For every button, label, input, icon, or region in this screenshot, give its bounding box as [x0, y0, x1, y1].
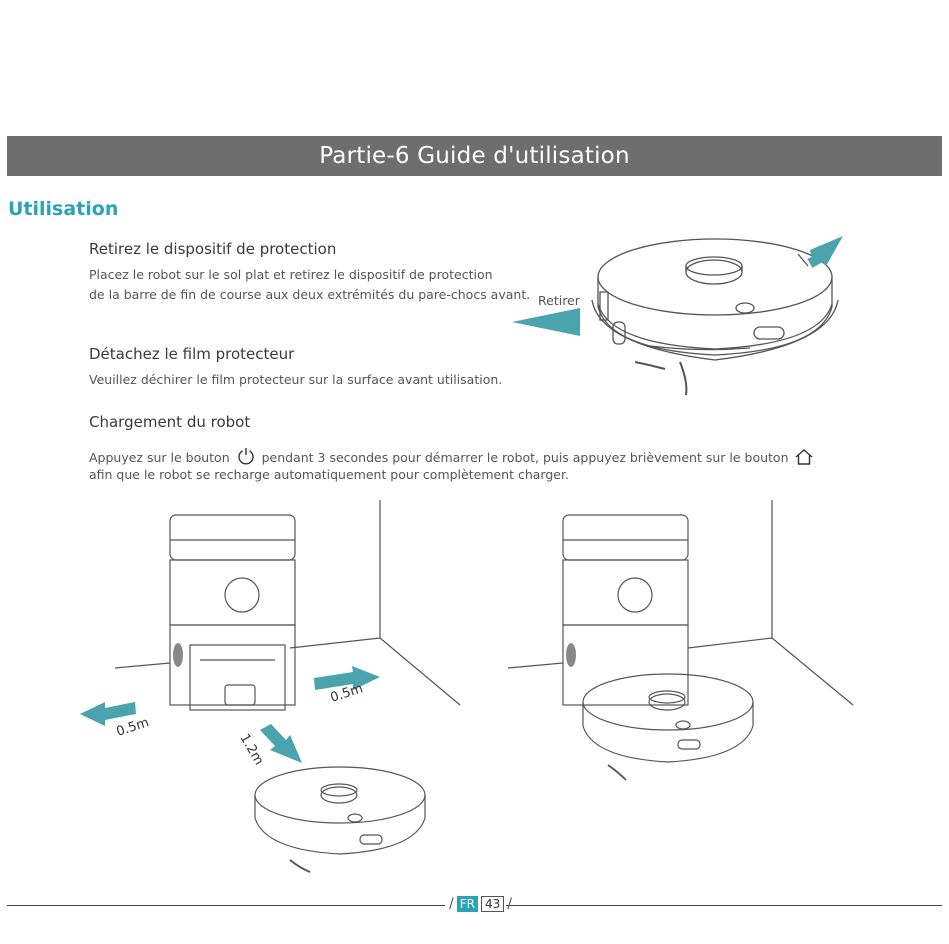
step1-heading: Retirez le dispositif de protection — [89, 240, 337, 258]
power-icon — [236, 446, 256, 471]
step3-text-line1: Appuyez sur le bouton pendant 3 secondes… — [89, 446, 816, 471]
retirer-label: Retirer — [538, 293, 580, 308]
step3-heading: Chargement du robot — [89, 413, 251, 431]
arrow-left-body — [550, 314, 580, 330]
step3-text-a: Appuyez sur le bouton — [89, 450, 230, 465]
banner-title: Partie-6 Guide d'utilisation — [319, 143, 630, 169]
arrow-front-clearance — [260, 724, 302, 763]
step3-text-b: pendant 3 secondes pour démarrer le robo… — [261, 450, 789, 465]
dim-left-label: 0.5m — [115, 715, 151, 740]
language-badge: FR — [456, 896, 478, 912]
section-banner: Partie-6 Guide d'utilisation — [7, 136, 942, 176]
dock-charging-illustration — [507, 500, 854, 781]
removal-arrows — [512, 236, 843, 336]
section-title: Utilisation — [8, 198, 119, 220]
arrow-right-clearance — [314, 666, 380, 690]
home-icon — [794, 448, 814, 471]
arrow-right-body — [807, 252, 825, 268]
dock-right-vent — [566, 643, 576, 667]
dock-left-vent — [173, 643, 183, 667]
step3-text-line2: afin que le robot se recharge automatiqu… — [89, 467, 569, 482]
dock-clearance-illustration: 0.5m 0.5m 1.2m — [80, 500, 461, 873]
page-footer: / FR 43 / — [449, 896, 512, 912]
dim-front-label: 1.2m — [237, 732, 267, 768]
page-number: 43 — [480, 896, 505, 912]
footer-rule-left — [7, 905, 445, 906]
footer-rule-right — [506, 905, 942, 906]
step2-text: Veuillez déchirer le film protecteur sur… — [89, 372, 503, 387]
footer-slash-left: / — [449, 896, 454, 912]
robot-protection-illustration — [591, 238, 839, 396]
arrow-left-clearance — [80, 702, 136, 726]
step2-heading: Détachez le film protecteur — [89, 345, 295, 363]
footer-slash-right: / — [507, 896, 512, 912]
step1-text-line2: de la barre de fin de course aux deux ex… — [89, 287, 531, 302]
step1-text-line1: Placez le robot sur le sol plat et retir… — [89, 267, 493, 282]
